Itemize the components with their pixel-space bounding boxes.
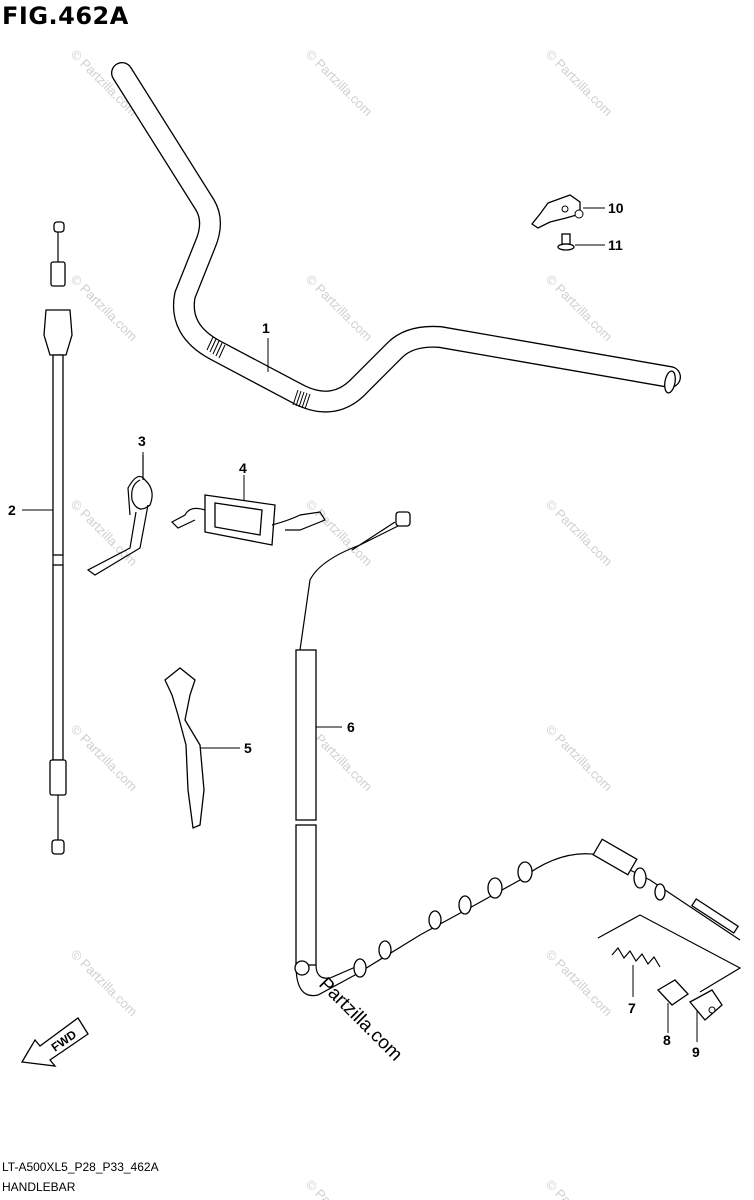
callout-3: 3 [138, 433, 146, 449]
figure-title: FIG.462A [2, 2, 129, 30]
holder-part-4 [171, 475, 326, 546]
cable-part-2 [22, 221, 73, 855]
watermark: © Partzilla.com [543, 1177, 616, 1200]
watermark: © Partzilla.com [543, 722, 616, 795]
watermark-center: Partzilla.com [314, 974, 406, 1066]
watermark: © Partzilla.com [303, 47, 376, 120]
watermark: © Partzilla.com [543, 947, 616, 1020]
callout-11: 11 [608, 237, 623, 253]
spring-part-7 [611, 946, 661, 997]
callout-8: 8 [663, 1032, 671, 1048]
callout-10: 10 [608, 200, 624, 216]
watermark-layer: © Partzilla.com © Partzilla.com © Partzi… [68, 47, 616, 1200]
bracket-part-10 [531, 194, 605, 229]
diagram-code: LT-A500XL5_P28_P33_462A [2, 1160, 159, 1174]
handlebar-part-1 [111, 62, 681, 413]
watermark: © Partzilla.com [68, 947, 141, 1020]
watermark: © Partzilla.com [303, 1177, 376, 1200]
callout-2: 2 [8, 502, 16, 518]
callout-5: 5 [244, 740, 252, 756]
fwd-arrow-icon: FWD [20, 1017, 89, 1067]
clip-part-3 [86, 452, 153, 576]
watermark: © Partzilla.com [68, 722, 141, 795]
watermark: © Partzilla.com [543, 497, 616, 570]
diagram-name: HANDLEBAR [2, 1180, 76, 1194]
watermark: © Partzilla.com [303, 272, 376, 345]
sleeve-part-8 [656, 979, 689, 1033]
watermark: © Partzilla.com [543, 47, 616, 120]
fitting-part-9 [688, 989, 723, 1042]
bolt-part-11 [557, 233, 605, 251]
callout-6: 6 [347, 719, 355, 735]
tie-part-5 [164, 667, 240, 829]
callout-4: 4 [239, 460, 247, 476]
callout-1: 1 [262, 320, 270, 336]
callout-9: 9 [692, 1044, 700, 1060]
watermark: © Partzilla.com [543, 272, 616, 345]
cable-part-6 [294, 511, 741, 997]
watermark: © Partzilla.com [68, 272, 141, 345]
callout-7: 7 [628, 1000, 636, 1016]
watermark: © Partzilla.com [303, 497, 376, 570]
